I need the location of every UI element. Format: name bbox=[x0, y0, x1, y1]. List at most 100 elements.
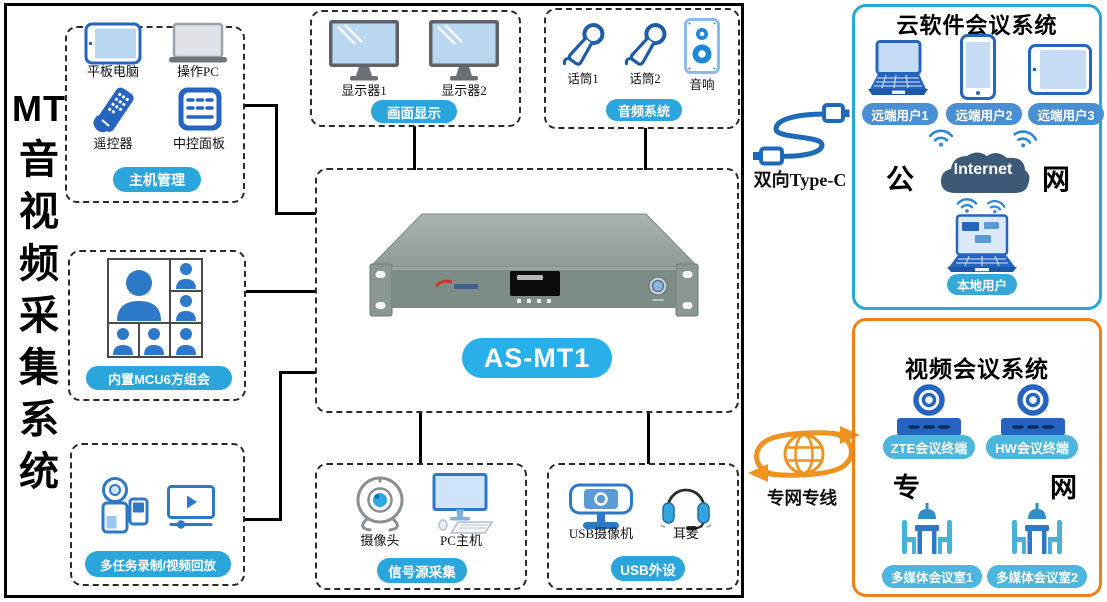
room2-badge: 多媒体会议室2 bbox=[987, 565, 1087, 588]
rack-device-image bbox=[358, 210, 710, 328]
terminal1-badge: ZTE会议终端 bbox=[883, 435, 975, 459]
monitor1-icon bbox=[328, 19, 400, 82]
system-title-char: 视 bbox=[19, 190, 59, 234]
host-group-box bbox=[65, 26, 245, 203]
terminal2-badge: HW会议终端 bbox=[986, 435, 1078, 459]
conference-terminal-icon bbox=[896, 384, 962, 440]
system-title-char: 采 bbox=[19, 294, 59, 338]
conference-terminal-icon bbox=[1000, 384, 1066, 440]
connector-mcu-to-device bbox=[246, 290, 316, 293]
system-title-char: 统 bbox=[19, 450, 59, 494]
speaker-label: 音响 bbox=[689, 78, 715, 92]
host-group-badge: 主机管理 bbox=[113, 167, 201, 192]
public-net-left-label: 公 bbox=[886, 165, 915, 196]
headset-icon bbox=[660, 472, 712, 532]
wifi-icon bbox=[985, 196, 1008, 216]
signal-badge: 信号源采集 bbox=[377, 558, 467, 583]
connector-display-to-device bbox=[413, 126, 416, 170]
control-panel-label: 中控面板 bbox=[172, 136, 225, 151]
system-title-prefix: MT bbox=[12, 88, 66, 129]
connector-host-to-device bbox=[244, 104, 278, 107]
wifi-icon bbox=[1010, 125, 1040, 151]
operation-pc-label: 操作PC bbox=[177, 64, 219, 79]
microphone2-label: 话筒2 bbox=[629, 72, 661, 86]
remote-laptop-icon bbox=[866, 40, 930, 98]
internet-label: Internet bbox=[953, 161, 1013, 178]
internet-cloud-icon bbox=[936, 149, 1030, 199]
public-net-right-label: 网 bbox=[1042, 165, 1071, 196]
system-title-char: 系 bbox=[19, 398, 59, 442]
private-line-label: 专网专线 bbox=[767, 488, 837, 508]
record-group-box bbox=[70, 443, 245, 586]
system-title-char: 音 bbox=[19, 138, 59, 182]
remote-control-icon bbox=[88, 85, 140, 137]
system-title-char: 集 bbox=[19, 346, 59, 390]
private-line-icon bbox=[746, 422, 862, 486]
connector-device-to-usb bbox=[647, 411, 650, 464]
usb-camera-icon bbox=[569, 479, 633, 533]
system-title-char: 频 bbox=[19, 242, 59, 286]
local-laptop-icon bbox=[944, 214, 1020, 274]
microphone1-icon bbox=[560, 20, 608, 74]
center-device-box bbox=[315, 168, 739, 413]
headset-label: 耳麦 bbox=[672, 526, 699, 541]
remote-control-label: 遥控器 bbox=[93, 136, 133, 151]
audio-group-box bbox=[544, 8, 740, 129]
cloud-panel-title: 云软件会议系统 bbox=[896, 13, 1058, 38]
local-user-badge: 本地用户 bbox=[947, 274, 1017, 295]
outer-frame bbox=[4, 3, 744, 598]
system-title: MT 音 视 频 采 集 系 统 bbox=[12, 84, 66, 498]
display-badge: 画面显示 bbox=[371, 100, 457, 123]
microphone2-icon bbox=[622, 20, 670, 74]
connector-host-to-device bbox=[275, 104, 278, 215]
mcu-group-box bbox=[68, 250, 246, 401]
desktop-pc-label: PC主机 bbox=[440, 533, 482, 548]
monitor2-label: 显示器2 bbox=[441, 83, 487, 98]
cloud-panel bbox=[852, 4, 1102, 310]
connector-audio-to-device bbox=[644, 128, 647, 170]
signal-group-box bbox=[315, 463, 527, 590]
remote-user3-badge: 远端用户3 bbox=[1028, 103, 1104, 125]
video-panel bbox=[852, 318, 1102, 597]
typec-label: 双向Type-C bbox=[753, 170, 847, 190]
room1-badge: 多媒体会议室1 bbox=[882, 565, 982, 588]
monitor2-icon bbox=[428, 19, 500, 82]
private-net-left-label: 专 bbox=[893, 473, 920, 503]
mcu-badge: 内置MCU6方组会 bbox=[86, 366, 232, 390]
connector-device-to-signal bbox=[419, 411, 422, 464]
meeting-room-icon bbox=[898, 500, 956, 560]
camcorder-icon bbox=[98, 477, 152, 535]
remote-user1-badge: 远端用户1 bbox=[862, 103, 938, 125]
private-net-right-label: 网 bbox=[1050, 473, 1077, 503]
device-badge: AS-MT1 bbox=[462, 338, 612, 378]
usb-group-box bbox=[547, 463, 739, 590]
mcu-grid-icon bbox=[107, 258, 203, 358]
control-panel-icon bbox=[177, 86, 223, 132]
video-panel-title: 视频会议系统 bbox=[905, 356, 1049, 382]
tablet-label: 平板电脑 bbox=[86, 64, 139, 79]
remote-user2-badge: 远端用户2 bbox=[946, 103, 1022, 125]
tablet-icon bbox=[84, 22, 142, 65]
audio-badge: 音频系统 bbox=[606, 99, 682, 121]
speaker-icon bbox=[684, 18, 720, 74]
video-player-icon bbox=[167, 485, 215, 529]
webcam-label: 摄像头 bbox=[360, 533, 400, 548]
connector-record-to-device bbox=[279, 371, 316, 374]
wifi-icon bbox=[928, 127, 954, 147]
connector-record-to-device bbox=[244, 518, 282, 521]
remote-tablet-icon bbox=[1028, 44, 1092, 95]
connector-host-to-device bbox=[275, 212, 316, 215]
usb-badge: USB外设 bbox=[611, 556, 685, 581]
remote-phone-icon bbox=[960, 34, 996, 100]
microphone1-label: 话筒1 bbox=[567, 72, 599, 86]
connector-record-to-device bbox=[279, 371, 282, 521]
display-group-box bbox=[310, 10, 521, 127]
record-badge: 多任务录制/视频回放 bbox=[85, 551, 231, 577]
meeting-room-icon bbox=[1008, 500, 1066, 560]
monitor1-label: 显示器1 bbox=[341, 83, 387, 98]
laptop-icon bbox=[168, 22, 228, 64]
wifi-icon bbox=[956, 196, 978, 213]
desktop-pc-icon bbox=[428, 473, 494, 535]
typec-cable-icon bbox=[750, 94, 850, 170]
